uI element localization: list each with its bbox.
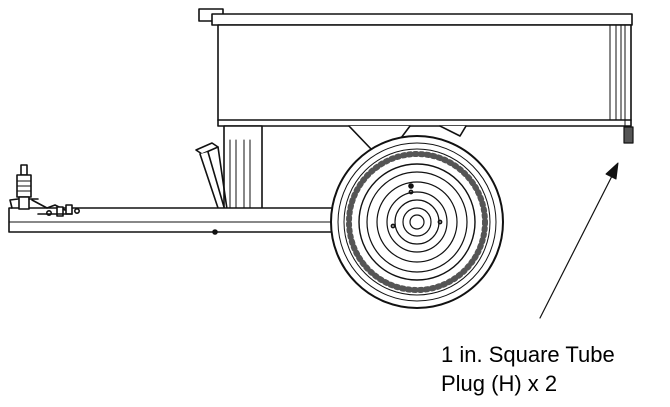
wheel xyxy=(330,135,504,309)
callout-line-1: 1 in. Square Tube xyxy=(441,342,615,367)
dump-bed xyxy=(198,8,633,127)
leader-arrow xyxy=(539,162,619,319)
hitch-pin xyxy=(9,164,81,217)
square-tube-plug xyxy=(623,126,634,144)
dump-latch-handle xyxy=(195,142,235,222)
part-callout: 1 in. Square Tube Plug (H) x 2 xyxy=(441,340,615,398)
hitch-post xyxy=(223,125,263,222)
callout-line-2: Plug (H) x 2 xyxy=(441,371,558,396)
